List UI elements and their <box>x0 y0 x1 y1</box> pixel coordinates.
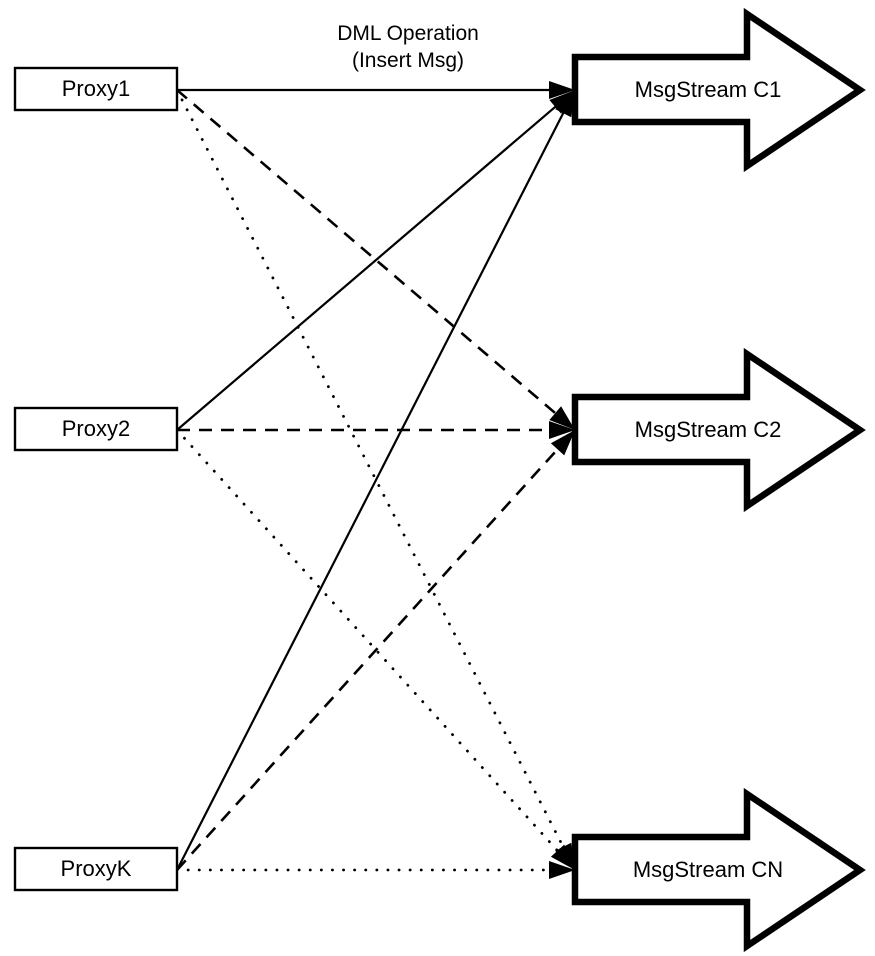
stream-label: MsgStream C1 <box>635 77 782 102</box>
stream-label: MsgStream CN <box>633 857 783 882</box>
edge-label-dml-operation: DML Operation <box>337 22 479 45</box>
proxy-box-rect <box>13 406 179 452</box>
arrowhead-p2-cn <box>550 844 575 870</box>
arrowhead-pk-c1 <box>555 90 575 118</box>
proxy-box-rect <box>13 846 179 892</box>
arrowhead-p2-c2 <box>549 421 575 439</box>
arrowhead-pk-c2 <box>550 430 575 456</box>
arrowhead-p2-c1 <box>549 90 575 114</box>
stream-arrow-shape <box>571 7 866 173</box>
proxy-label: Proxy1 <box>62 76 130 101</box>
connection-layer <box>175 88 570 872</box>
proxy-box-rect <box>13 66 179 112</box>
proxy-node-proxy2[interactable]: Proxy2 <box>13 406 179 452</box>
connection-p1-c2 <box>176 89 564 421</box>
connection-pk-c2 <box>176 441 566 871</box>
connection-p2-cn <box>175 428 566 860</box>
connection-p1-cn <box>175 88 570 858</box>
proxy-node-proxyK[interactable]: ProxyK <box>13 846 179 892</box>
proxy-label: ProxyK <box>61 856 132 881</box>
edge-label-layer: DML Operation (Insert Msg) <box>337 22 479 72</box>
arrowhead-layer <box>549 81 575 879</box>
stream-label: MsgStream C2 <box>635 417 782 442</box>
arrowhead-p1-c1 <box>549 81 575 99</box>
stream-node-stream_cn[interactable]: MsgStream CN <box>571 787 866 953</box>
connection-pk-c1 <box>176 103 569 871</box>
proxy-label: Proxy2 <box>62 416 130 441</box>
connection-p2-c1 <box>176 99 564 431</box>
proxy-node-proxy1[interactable]: Proxy1 <box>13 66 179 112</box>
stream-node-stream_c1[interactable]: MsgStream C1 <box>571 7 866 173</box>
stream-node-stream_c2[interactable]: MsgStream C2 <box>571 347 866 513</box>
stream-node-layer: MsgStream C1 MsgStream C2 MsgStream CN <box>571 7 866 953</box>
arrowhead-pk-cn <box>549 861 575 879</box>
edge-label-insert-msg: (Insert Msg) <box>352 49 464 72</box>
arrowhead-p1-c2 <box>549 406 575 430</box>
stream-arrow-shape <box>571 347 866 513</box>
stream-arrow-shape <box>571 787 866 953</box>
